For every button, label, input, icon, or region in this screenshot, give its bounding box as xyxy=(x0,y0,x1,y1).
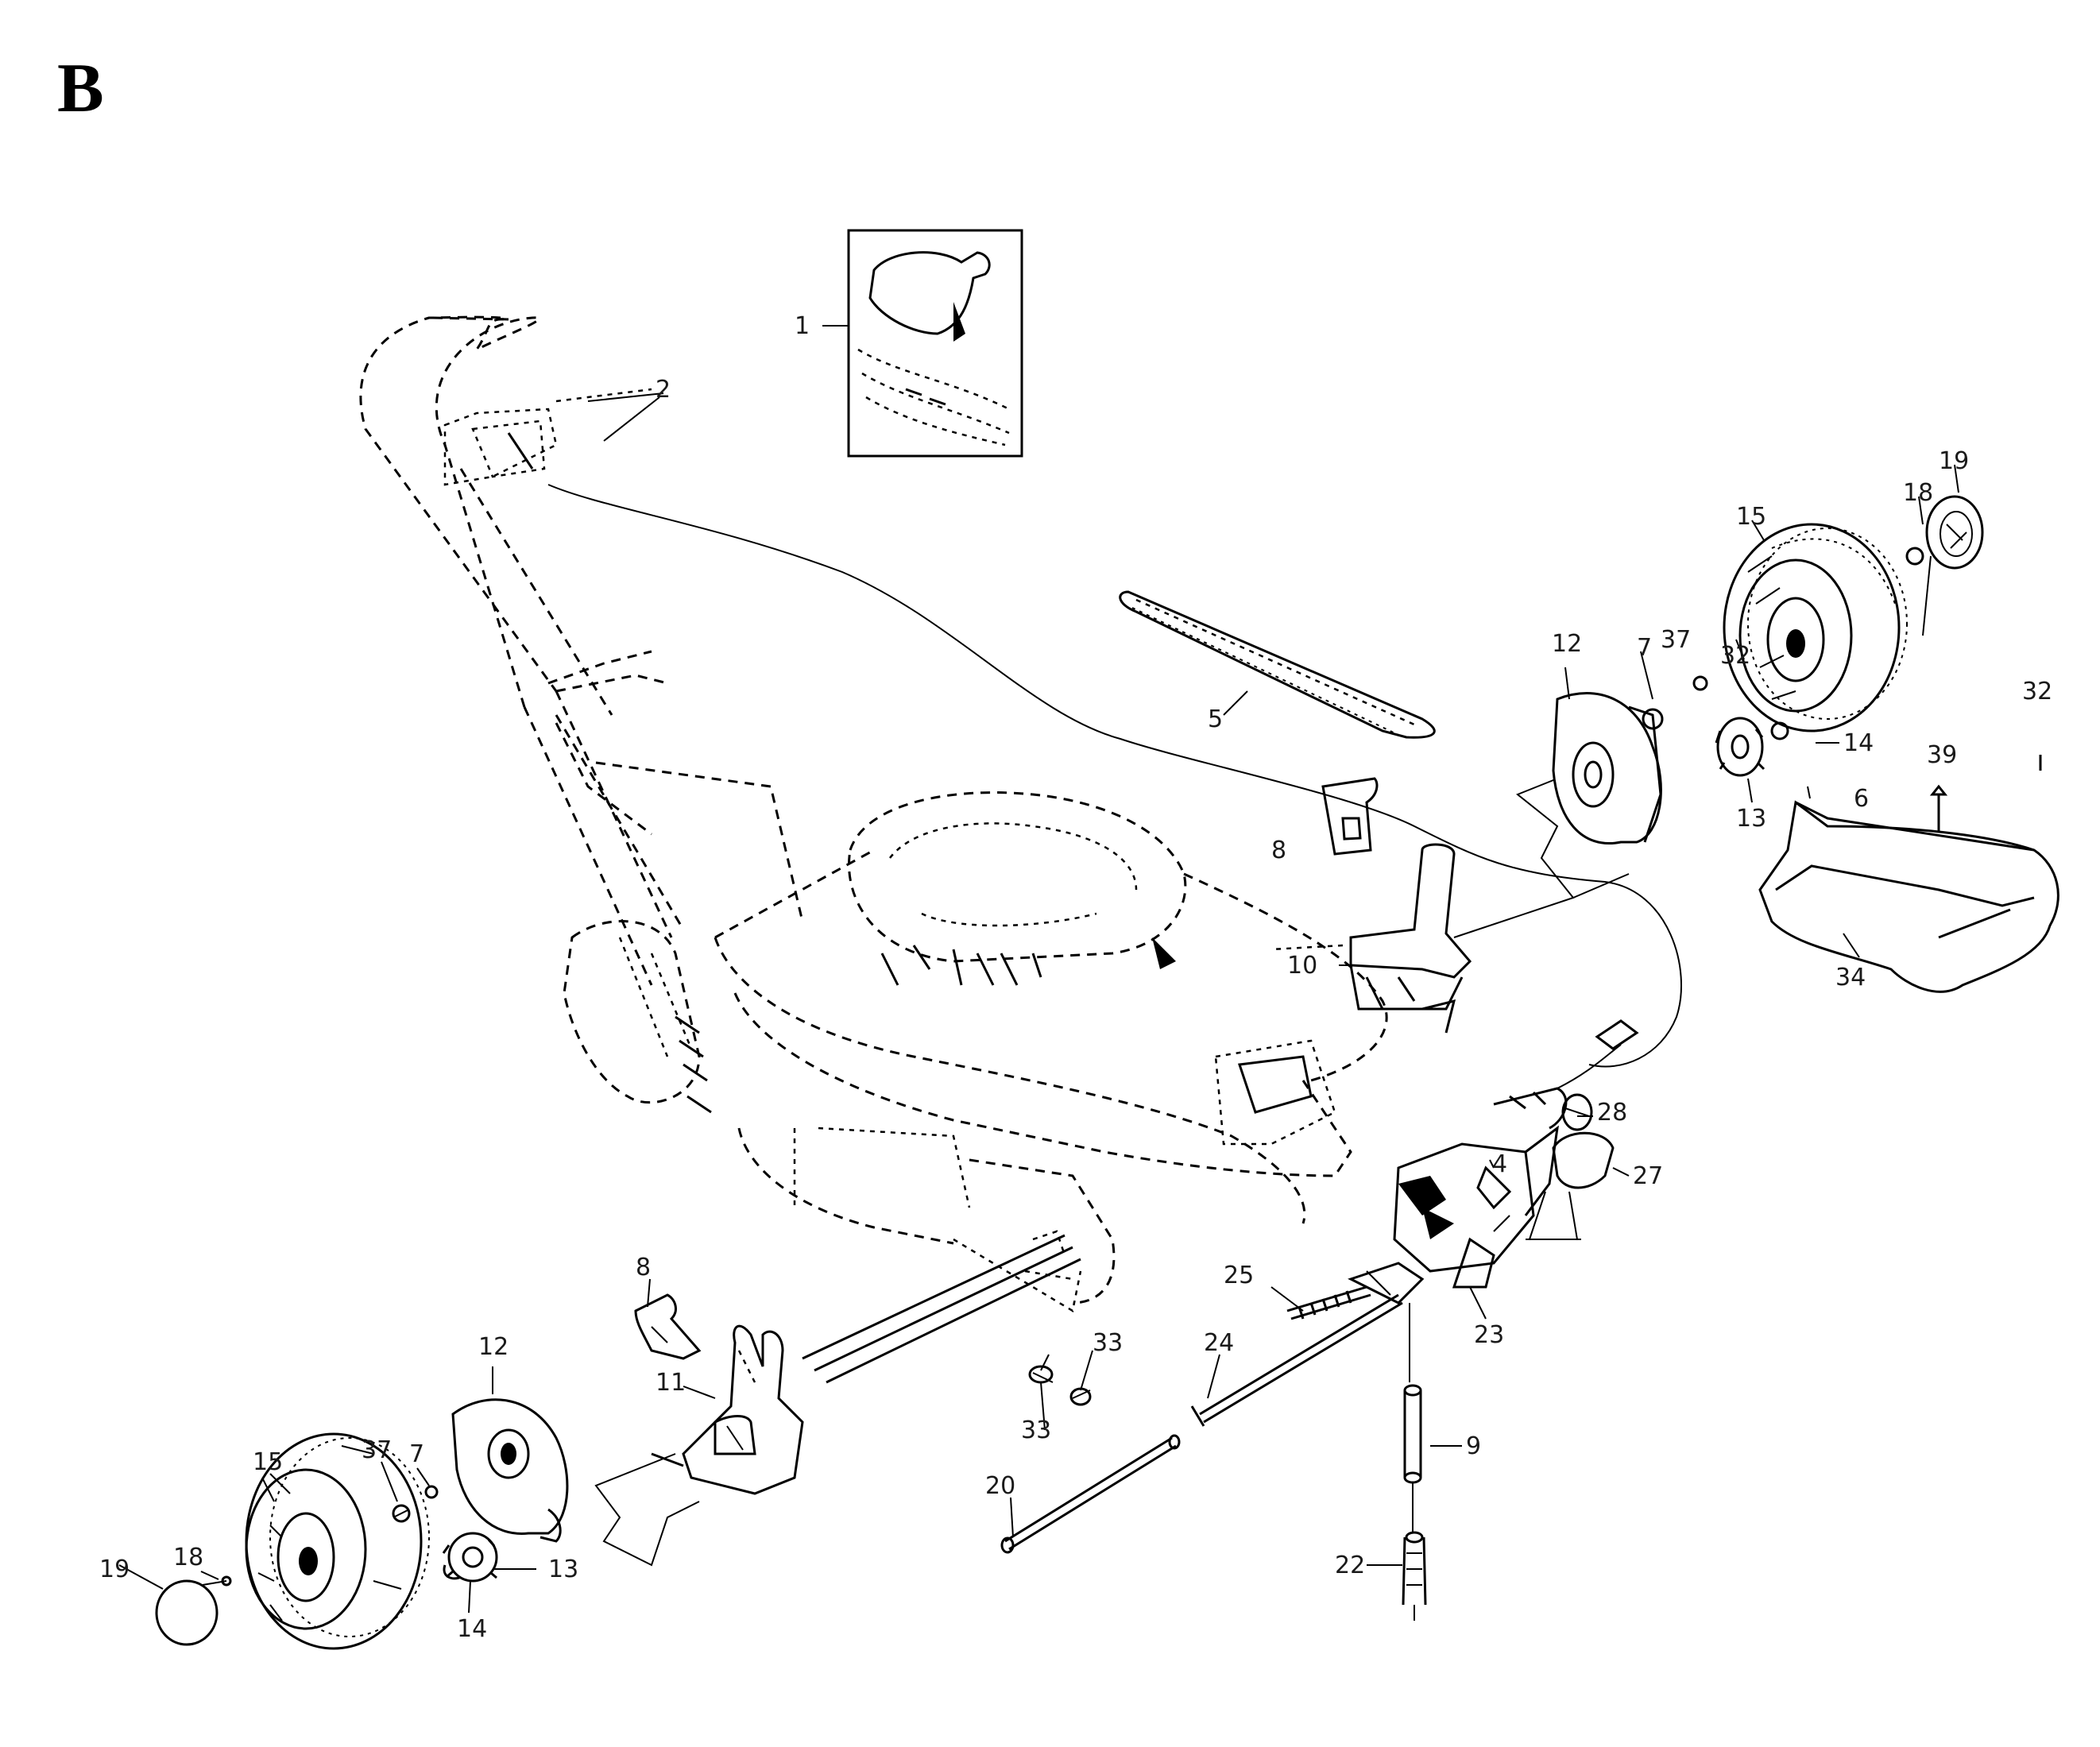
right-wheel-cover xyxy=(1552,692,1662,845)
callout-33a: 33 xyxy=(1093,1329,1123,1357)
mower-deck xyxy=(563,791,1388,1312)
parts-33 xyxy=(1028,1365,1092,1406)
callout-6: 6 xyxy=(1854,785,1869,813)
left-wheel-cover xyxy=(451,1398,569,1543)
callout-12-left: 12 xyxy=(478,1333,509,1361)
left-front-bracket-11 xyxy=(594,1324,804,1567)
callout-23: 23 xyxy=(1474,1321,1504,1349)
mower-handle xyxy=(359,315,804,986)
callout-8-left: 8 xyxy=(636,1254,651,1281)
transmission xyxy=(1348,1019,1639,1304)
callout-14-right: 14 xyxy=(1843,729,1874,757)
rod-24 xyxy=(1190,1293,1403,1427)
callout-39: 39 xyxy=(1927,741,1957,769)
callout-33b: 33 xyxy=(1021,1417,1051,1444)
callout-37-right: 37 xyxy=(1661,626,1691,654)
pulley xyxy=(1526,1093,1615,1240)
callout-15-right: 15 xyxy=(1736,503,1766,531)
right-hubcap xyxy=(1925,495,1984,570)
right-gear xyxy=(1715,717,1765,777)
callout-18-left: 18 xyxy=(173,1544,203,1571)
part-22 xyxy=(1402,1531,1427,1621)
inset-control-lever xyxy=(847,229,1023,458)
callout-19-right: 19 xyxy=(1939,447,1969,475)
left-gear xyxy=(442,1532,498,1583)
callout-7-right: 7 xyxy=(1637,634,1652,662)
callout-15-left: 15 xyxy=(253,1448,283,1476)
callout-2: 2 xyxy=(656,376,671,404)
callout-20: 20 xyxy=(985,1472,1015,1500)
callout-27: 27 xyxy=(1633,1162,1663,1190)
callout-13-right: 13 xyxy=(1736,805,1766,833)
callout-28: 28 xyxy=(1597,1099,1627,1127)
callout-8-right: 8 xyxy=(1271,837,1286,864)
grass-bag xyxy=(1758,800,2059,993)
rod-20 xyxy=(1000,1434,1181,1554)
pin-9 xyxy=(1403,1303,1422,1533)
right-wheel xyxy=(1723,523,1908,732)
bracket-8-right xyxy=(1321,777,1379,856)
callout-32-small: 32 xyxy=(1720,642,1750,670)
callout-1-inset: 1 xyxy=(795,312,810,340)
callout-5: 5 xyxy=(1208,705,1223,733)
left-wheel xyxy=(245,1432,430,1650)
callout-34: 34 xyxy=(1835,964,1866,991)
leader-lines xyxy=(118,325,1959,1614)
callout-13-left: 13 xyxy=(548,1556,578,1583)
page-letter: B xyxy=(57,50,104,127)
right-wheel-bracket xyxy=(1270,778,1630,1034)
callout-32-right: 32 xyxy=(2022,678,2052,705)
callout-11: 11 xyxy=(656,1369,686,1397)
callout-19-left: 19 xyxy=(99,1556,130,1583)
callout-18-right: 18 xyxy=(1903,479,1933,507)
callout-4: 4 xyxy=(1492,1150,1507,1178)
drive-belt xyxy=(1119,590,1436,739)
left-hubcap xyxy=(155,1575,232,1646)
callout-10: 10 xyxy=(1287,952,1317,980)
callout-14-left: 14 xyxy=(457,1615,487,1643)
callout-22: 22 xyxy=(1335,1552,1365,1579)
left-small-parts xyxy=(392,1485,439,1523)
callout-37-left: 37 xyxy=(362,1436,392,1464)
callout-7-left: 7 xyxy=(409,1440,424,1468)
bracket-8-left xyxy=(634,1293,702,1360)
front-axle xyxy=(737,1230,1081,1384)
callout-labels: 1 2 5 8 10 12 7 37 32 15 18 19 14 13 32 … xyxy=(99,312,2052,1643)
callout-24: 24 xyxy=(1204,1329,1234,1357)
control-cable xyxy=(547,484,1682,1068)
callout-25: 25 xyxy=(1224,1262,1254,1289)
callout-12-right: 12 xyxy=(1552,630,1582,658)
callout-9: 9 xyxy=(1466,1432,1481,1460)
spring-25 xyxy=(1286,1285,1371,1320)
